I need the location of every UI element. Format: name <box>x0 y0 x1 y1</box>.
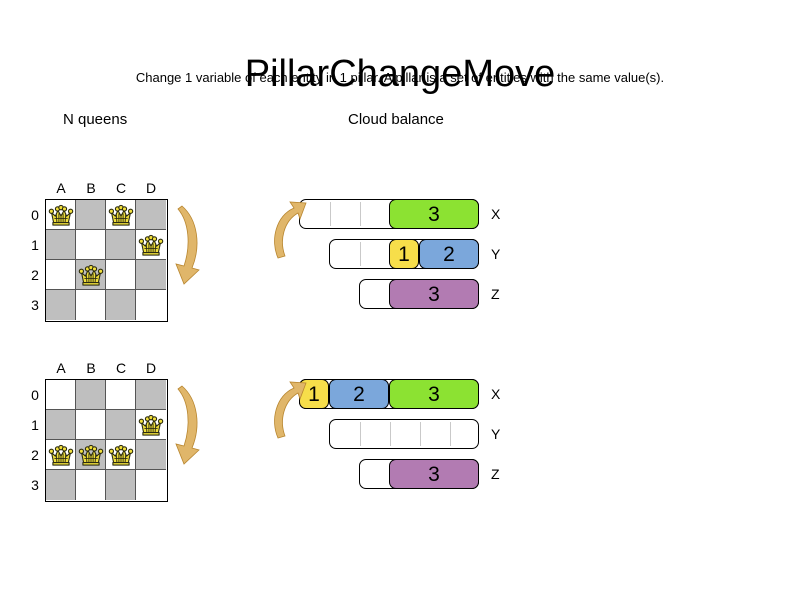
cloud-computer-label-y: Y <box>491 426 501 442</box>
board-square-A3[interactable] <box>46 470 76 500</box>
cloud-process-block-3[interactable]: 3 <box>389 199 479 229</box>
board-square-C2[interactable] <box>106 260 136 290</box>
board-square-A2[interactable] <box>46 260 76 290</box>
nqueens-arrow-down-bottom <box>168 378 214 475</box>
board-square-D3[interactable] <box>136 290 166 320</box>
page-title: PillarChangeMove <box>244 53 556 96</box>
board-column-label-c: C <box>115 180 127 196</box>
board-square-B1[interactable] <box>76 230 106 260</box>
cloud-bar-cell-divider <box>360 242 361 266</box>
board-row-label-0: 0 <box>31 207 39 223</box>
board-square-C0[interactable] <box>106 200 136 230</box>
board-square-D1[interactable] <box>136 410 166 440</box>
chessboard-before: A B C D 0 1 2 3 <box>31 180 168 322</box>
board-square-C0[interactable] <box>106 380 136 410</box>
cloud-bar-cell-divider <box>360 422 361 446</box>
board-square-A0[interactable] <box>46 200 76 230</box>
cloud-bar-row-after-y: Y <box>329 419 500 449</box>
cloud-process-block-2[interactable]: 2 <box>419 239 479 269</box>
board-square-C3[interactable] <box>106 470 136 500</box>
cloud-bar-track <box>329 419 479 449</box>
board-square-A1[interactable] <box>46 230 76 260</box>
section-header-cloud-balance: Cloud balance <box>348 111 444 128</box>
board-column-label-a: A <box>56 360 66 376</box>
board-square-C1[interactable] <box>106 230 136 260</box>
board-square-B1[interactable] <box>76 410 106 440</box>
cloud-computer-label-z: Z <box>491 466 500 482</box>
cloud-computer-label-y: Y <box>491 246 501 262</box>
board-row-label-1: 1 <box>31 237 39 253</box>
cloud-computer-label-z: Z <box>491 286 500 302</box>
chessboard-after: A B C D 0 1 2 3 <box>31 360 168 502</box>
cloud-process-block-3[interactable]: 3 <box>389 279 479 309</box>
board-square-D0[interactable] <box>136 200 166 230</box>
board-square-B0[interactable] <box>76 200 106 230</box>
cloud-process-block-1[interactable]: 1 <box>389 239 419 269</box>
board-square-D0[interactable] <box>136 380 166 410</box>
cloud-computer-label-x: X <box>491 386 501 402</box>
cloud-process-block-3[interactable]: 3 <box>389 459 479 489</box>
board-square-C1[interactable] <box>106 410 136 440</box>
board-square-A3[interactable] <box>46 290 76 320</box>
cloud-bar-cell-divider <box>420 422 421 446</box>
board-row-label-1: 1 <box>31 417 39 433</box>
board-row-label-2: 2 <box>31 267 39 283</box>
board-square-C2[interactable] <box>106 440 136 470</box>
cloud-bar-cell-divider <box>330 202 331 226</box>
cloud-bar-cell-divider <box>390 422 391 446</box>
board-column-label-d: D <box>145 360 157 376</box>
cloud-bar-cell-divider <box>360 202 361 226</box>
board-column-label-b: B <box>86 180 96 196</box>
board-square-D2[interactable] <box>136 260 166 290</box>
cloud-computer-label-x: X <box>491 206 501 222</box>
board-square-A2[interactable] <box>46 440 76 470</box>
cloud-bar-cell-divider <box>450 422 451 446</box>
section-header-nqueens: N queens <box>63 111 128 128</box>
cloud-process-block-3[interactable]: 3 <box>389 379 479 409</box>
board-square-A1[interactable] <box>46 410 76 440</box>
board-row-label-0: 0 <box>31 387 39 403</box>
board-column-label-a: A <box>56 180 66 196</box>
board-square-C3[interactable] <box>106 290 136 320</box>
board-square-B3[interactable] <box>76 290 106 320</box>
board-column-label-b: B <box>86 360 96 376</box>
board-square-D2[interactable] <box>136 440 166 470</box>
board-square-B0[interactable] <box>76 380 106 410</box>
board-square-B2[interactable] <box>76 440 106 470</box>
board-square-B2[interactable] <box>76 260 106 290</box>
board-column-label-c: C <box>115 360 127 376</box>
board-row-label-3: 3 <box>31 477 39 493</box>
cloud-process-block-2[interactable]: 2 <box>329 379 389 409</box>
nqueens-arrow-down-top <box>168 198 214 295</box>
board-row-label-3: 3 <box>31 297 39 313</box>
page-subtitle: Change 1 variable of each entity in 1 pi… <box>135 70 665 85</box>
board-square-B3[interactable] <box>76 470 106 500</box>
board-column-label-d: D <box>145 180 157 196</box>
board-row-label-2: 2 <box>31 447 39 463</box>
board-square-D1[interactable] <box>136 230 166 260</box>
cloud-process-block-1[interactable]: 1 <box>299 379 329 409</box>
board-square-A0[interactable] <box>46 380 76 410</box>
board-square-D3[interactable] <box>136 470 166 500</box>
